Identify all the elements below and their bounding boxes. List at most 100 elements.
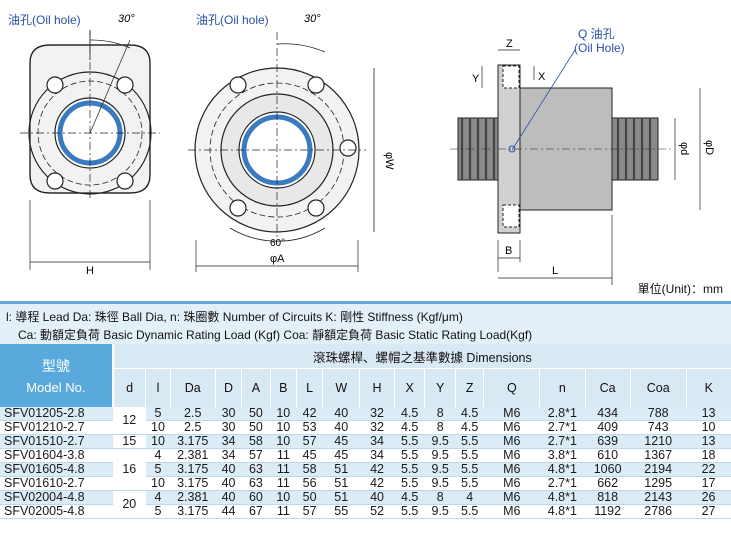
legend: l: 導程 Lead Da: 珠徑 Ball Dia, n: 珠圈數 Numbe… bbox=[0, 301, 731, 347]
cell-l: 10 bbox=[145, 434, 171, 449]
cell-l: 57 bbox=[296, 504, 323, 519]
cell-w: 55 bbox=[322, 504, 360, 519]
cell-coa: 2194 bbox=[630, 462, 687, 477]
cell-da: 3.175 bbox=[170, 504, 216, 519]
cell-d: 40 bbox=[215, 490, 242, 505]
d-group-cell: 15 bbox=[112, 434, 146, 449]
cell-da: 2.5 bbox=[170, 420, 216, 435]
cell-ca: 639 bbox=[585, 434, 631, 449]
cell-da: 2.381 bbox=[170, 448, 216, 463]
cell-ca: 818 bbox=[585, 490, 631, 505]
cell-z: 4.5 bbox=[455, 407, 484, 421]
column-header-h: H bbox=[359, 368, 395, 407]
cell-h: 42 bbox=[359, 476, 395, 491]
cell-ca: 610 bbox=[585, 448, 631, 463]
cell-coa: 2143 bbox=[630, 490, 687, 505]
cell-b: 11 bbox=[270, 476, 297, 491]
column-header-d: d bbox=[112, 368, 146, 407]
cell-x: 5.5 bbox=[394, 462, 425, 477]
cell-n: 2.7*1 bbox=[539, 420, 585, 435]
cell-z: 5.5 bbox=[455, 448, 484, 463]
right-b: B bbox=[505, 245, 512, 257]
cell-n: 4.8*1 bbox=[539, 462, 585, 477]
cell-b: 11 bbox=[270, 448, 297, 463]
cell-n: 3.8*1 bbox=[539, 448, 585, 463]
right-z: Z bbox=[506, 38, 513, 50]
mid-nut-front-view bbox=[188, 32, 375, 272]
cell-h: 52 bbox=[359, 504, 395, 519]
cell-da: 3.175 bbox=[170, 476, 216, 491]
mid-dim-w: φW bbox=[383, 152, 395, 170]
cell-k: 17 bbox=[686, 476, 731, 491]
cell-y: 9.5 bbox=[424, 504, 456, 519]
cell-y: 9.5 bbox=[424, 476, 456, 491]
cell-l: 58 bbox=[296, 462, 323, 477]
cell-k: 22 bbox=[686, 462, 731, 477]
cell-a: 58 bbox=[241, 434, 271, 449]
cell-x: 5.5 bbox=[394, 434, 425, 449]
cell-b: 11 bbox=[270, 504, 297, 519]
cell-k: 10 bbox=[686, 420, 731, 435]
cell-a: 63 bbox=[241, 462, 271, 477]
d-group-cell: 12 bbox=[112, 407, 146, 435]
cell-n: 4.8*1 bbox=[539, 490, 585, 505]
column-header-x: X bbox=[393, 368, 425, 407]
column-header-l: L bbox=[295, 368, 323, 407]
cell-z: 5.5 bbox=[455, 476, 484, 491]
right-l: L bbox=[552, 265, 558, 277]
cell-h: 32 bbox=[359, 407, 395, 421]
cell-x: 4.5 bbox=[394, 420, 425, 435]
model-header-zh: 型號 bbox=[41, 358, 70, 374]
left-angle-label: 30° bbox=[118, 13, 135, 25]
cell-z: 5.5 bbox=[455, 504, 484, 519]
model-cell: SFV01604-3.8 bbox=[0, 448, 113, 463]
cell-y: 8 bbox=[424, 420, 456, 435]
cell-n: 4.8*1 bbox=[539, 504, 585, 519]
cell-y: 8 bbox=[424, 407, 456, 421]
cell-q: M6 bbox=[483, 490, 540, 505]
cell-d: 34 bbox=[215, 434, 242, 449]
column-header-q: Q bbox=[483, 368, 540, 407]
cell-b: 10 bbox=[270, 434, 297, 449]
dimensions-header: 滾珠螺桿、螺帽之基準數據 Dimensions bbox=[112, 344, 731, 369]
cell-w: 45 bbox=[322, 448, 360, 463]
cell-z: 4.5 bbox=[455, 420, 484, 435]
cell-coa: 1210 bbox=[630, 434, 687, 449]
cell-h: 40 bbox=[359, 490, 395, 505]
column-header-z: Z bbox=[454, 368, 484, 407]
model-cell: SFV02005-4.8 bbox=[0, 504, 113, 519]
cell-q: M6 bbox=[483, 476, 540, 491]
cell-l: 10 bbox=[145, 420, 171, 435]
cell-b: 11 bbox=[270, 462, 297, 477]
cell-d: 30 bbox=[215, 407, 242, 421]
cell-da: 2.381 bbox=[170, 490, 216, 505]
cell-w: 40 bbox=[322, 407, 360, 421]
cell-w: 45 bbox=[322, 434, 360, 449]
cell-coa: 1295 bbox=[630, 476, 687, 491]
right-x: X bbox=[538, 71, 546, 83]
cell-l: 45 bbox=[296, 448, 323, 463]
cell-a: 63 bbox=[241, 476, 271, 491]
right-d: φd bbox=[678, 142, 690, 155]
q-leader-line bbox=[511, 49, 576, 151]
cell-l: 5 bbox=[145, 462, 171, 477]
cell-x: 5.5 bbox=[394, 504, 425, 519]
right-side-view bbox=[450, 49, 701, 285]
cell-q: M6 bbox=[483, 407, 540, 421]
cell-l: 10 bbox=[145, 476, 171, 491]
mid-oil-hole-label: 油孔(Oil hole) bbox=[196, 13, 269, 27]
right-y: Y bbox=[472, 73, 480, 85]
cell-a: 50 bbox=[241, 407, 271, 421]
left-nut-front-view bbox=[20, 30, 160, 270]
cell-b: 10 bbox=[270, 407, 297, 421]
